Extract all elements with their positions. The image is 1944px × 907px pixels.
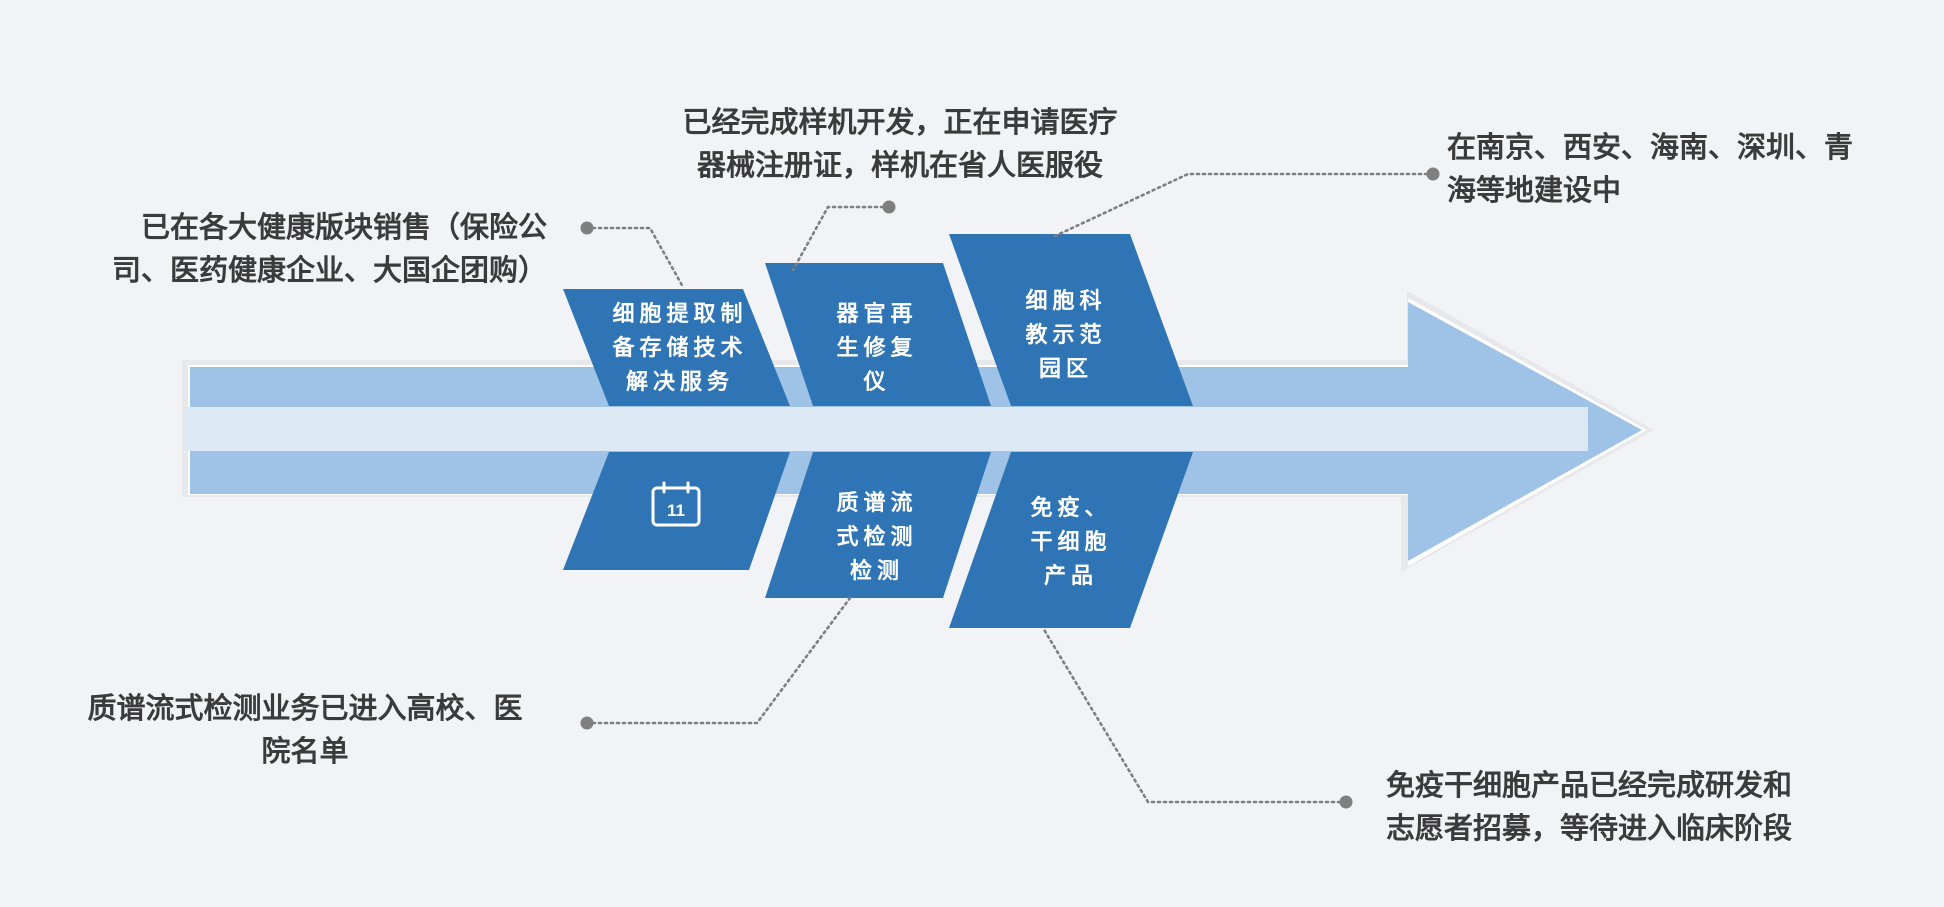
arrow-center-band (186, 407, 1588, 451)
connector-top-right (1053, 172, 1435, 238)
connector-bottom-left (585, 596, 852, 725)
box-bottom-2-label: 质谱流 式检测 检测 (812, 487, 942, 589)
box-top-2-label: 器官再 生修复 仪 (812, 298, 942, 400)
callout-line: 在南京、西安、海南、深圳、青 (1447, 130, 1854, 164)
calendar-icon: 11 (651, 481, 701, 527)
box-label-line: 生修复 (836, 336, 918, 361)
main-arrow (182, 291, 1654, 572)
box-label-line: 细胞科 (1025, 289, 1107, 314)
box-label-line: 解决服务 (625, 370, 734, 395)
box-label-line: 干细胞 (1030, 530, 1112, 555)
callout-line: 司、医药健康企业、大国企团购） (111, 253, 547, 287)
box-top-1-label: 细胞提取制 备存储技术 解决服务 (590, 298, 770, 400)
connector-top-left (585, 226, 685, 289)
box-bottom-2 (765, 452, 991, 598)
connector-dot-bottom-left (580, 716, 594, 730)
callout-top-right: 在南京、西安、海南、深圳、青 海等地建设中 (1447, 126, 1927, 212)
box-label-line: 免疫、 (1030, 496, 1112, 521)
callout-top-left: 已在各大健康版块销售（保险公 司、医药健康企业、大国企团购） (40, 206, 547, 292)
box-label-line: 检测 (849, 559, 904, 584)
connector-bottom-right (1041, 626, 1348, 804)
box-bottom-1 (563, 452, 790, 570)
callout-line: 质谱流式检测业务已进入高校、医 (87, 691, 523, 725)
callout-bottom-right: 免疫干细胞产品已经完成研发和 志愿者招募，等待进入临床阶段 (1386, 764, 1906, 850)
callout-line: 院名单 (261, 734, 349, 768)
callout-line: 器械注册证，样机在省人医服役 (696, 148, 1103, 182)
box-label-line: 教示范 (1025, 323, 1107, 348)
calendar-icon-number: 11 (667, 501, 685, 520)
connector-dot-top-right (1426, 167, 1440, 181)
box-top-1 (563, 289, 790, 406)
box-label-line: 式检测 (836, 525, 918, 550)
callout-line: 已在各大健康版块销售（保险公 (140, 210, 547, 244)
callout-line: 已经完成样机开发，正在申请医疗 (682, 105, 1118, 139)
box-top-3-label: 细胞科 教示范 园区 (1001, 285, 1131, 387)
box-label-line: 器官再 (836, 302, 918, 327)
box-label-line: 仪 (863, 370, 891, 395)
connector-top-center (791, 205, 891, 272)
box-label-line: 产品 (1043, 564, 1098, 589)
box-label-line: 园区 (1038, 357, 1093, 382)
box-bottom-3-label: 免疫、 干细胞 产品 (1006, 492, 1136, 594)
box-top-3 (949, 234, 1193, 406)
box-bottom-3 (949, 452, 1193, 628)
box-label-line: 细胞提取制 (612, 302, 748, 327)
connector-dot-top-center (882, 200, 896, 214)
box-label-line: 质谱流 (836, 491, 918, 516)
callout-line: 免疫干细胞产品已经完成研发和 (1386, 768, 1793, 802)
callout-top-center: 已经完成样机开发，正在申请医疗 器械注册证，样机在省人医服役 (640, 101, 1160, 187)
callout-line: 海等地建设中 (1447, 173, 1622, 207)
box-top-2 (765, 263, 991, 406)
callout-bottom-left: 质谱流式检测业务已进入高校、医 院名单 (40, 687, 570, 773)
connector-dot-bottom-right (1339, 795, 1353, 809)
box-label-line: 备存储技术 (612, 336, 748, 361)
callout-line: 志愿者招募，等待进入临床阶段 (1386, 811, 1793, 845)
connector-dot-top-left (580, 221, 594, 235)
